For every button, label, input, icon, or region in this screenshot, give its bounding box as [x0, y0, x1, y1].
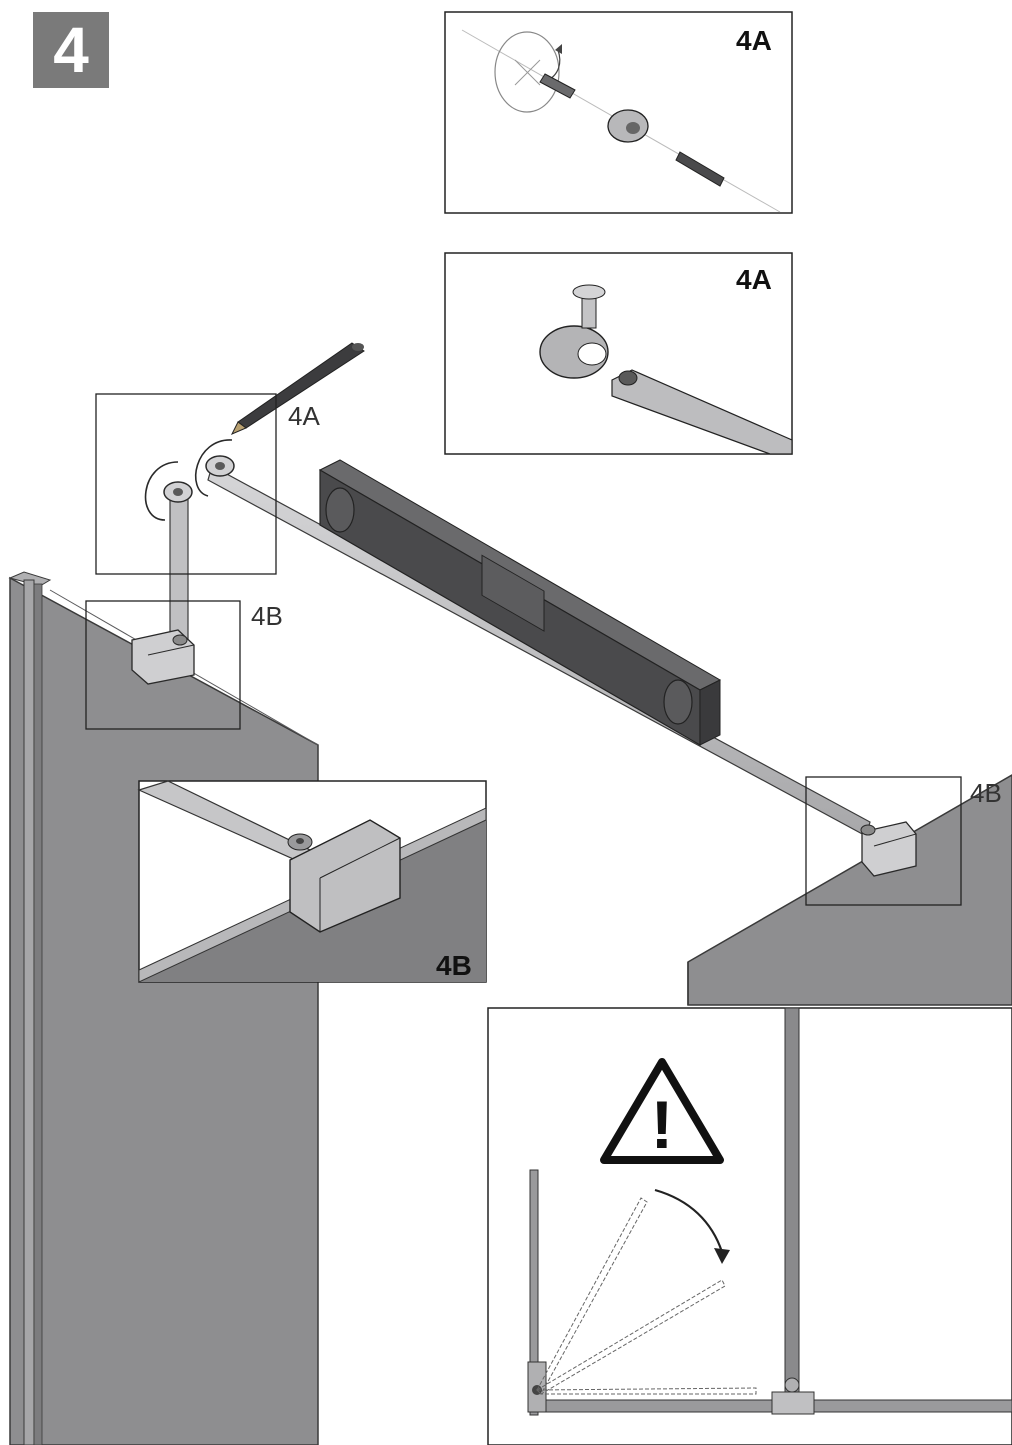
right-glass-panel [687, 774, 1012, 1006]
wall-bracket-icon [163, 455, 235, 503]
step-number-badge: 4 [33, 12, 109, 88]
rotation-arc-icon [144, 439, 233, 521]
detail-4b-clamp: 4B [137, 780, 487, 983]
countersunk-screw-icon [581, 295, 597, 329]
callout-frame-4a [95, 393, 277, 575]
callout-frame-4b-left [85, 600, 241, 730]
glass-clamp-icon-right [860, 821, 917, 877]
callout-label-4a: 4A [288, 401, 320, 431]
detail-label-4b: 4B [436, 950, 472, 981]
screw-icon [675, 151, 725, 187]
warning-triangle-icon [600, 1058, 724, 1164]
callout-frame-4b-right [805, 776, 962, 906]
warning-symbol: ! [651, 1087, 674, 1163]
detail-4a-anchoring: 4A [444, 11, 793, 214]
level-icon [318, 459, 722, 747]
rotation-arrow-icon [654, 1188, 724, 1253]
detail-label-4a-top: 4A [736, 25, 772, 56]
detail-label-4a-mid: 4A [736, 264, 772, 295]
detail-4a-fixing: 4A [444, 252, 793, 455]
glass-clamp-icon [131, 629, 195, 685]
left-glass-panel [8, 571, 319, 1445]
wall-plug-icon [539, 73, 576, 99]
callout-label-4b-left: 4B [251, 601, 283, 631]
stabilizer-bar-short [169, 494, 189, 641]
warning-detail: ! [487, 1007, 1012, 1445]
callout-label-4b-right: 4B [970, 778, 1002, 808]
